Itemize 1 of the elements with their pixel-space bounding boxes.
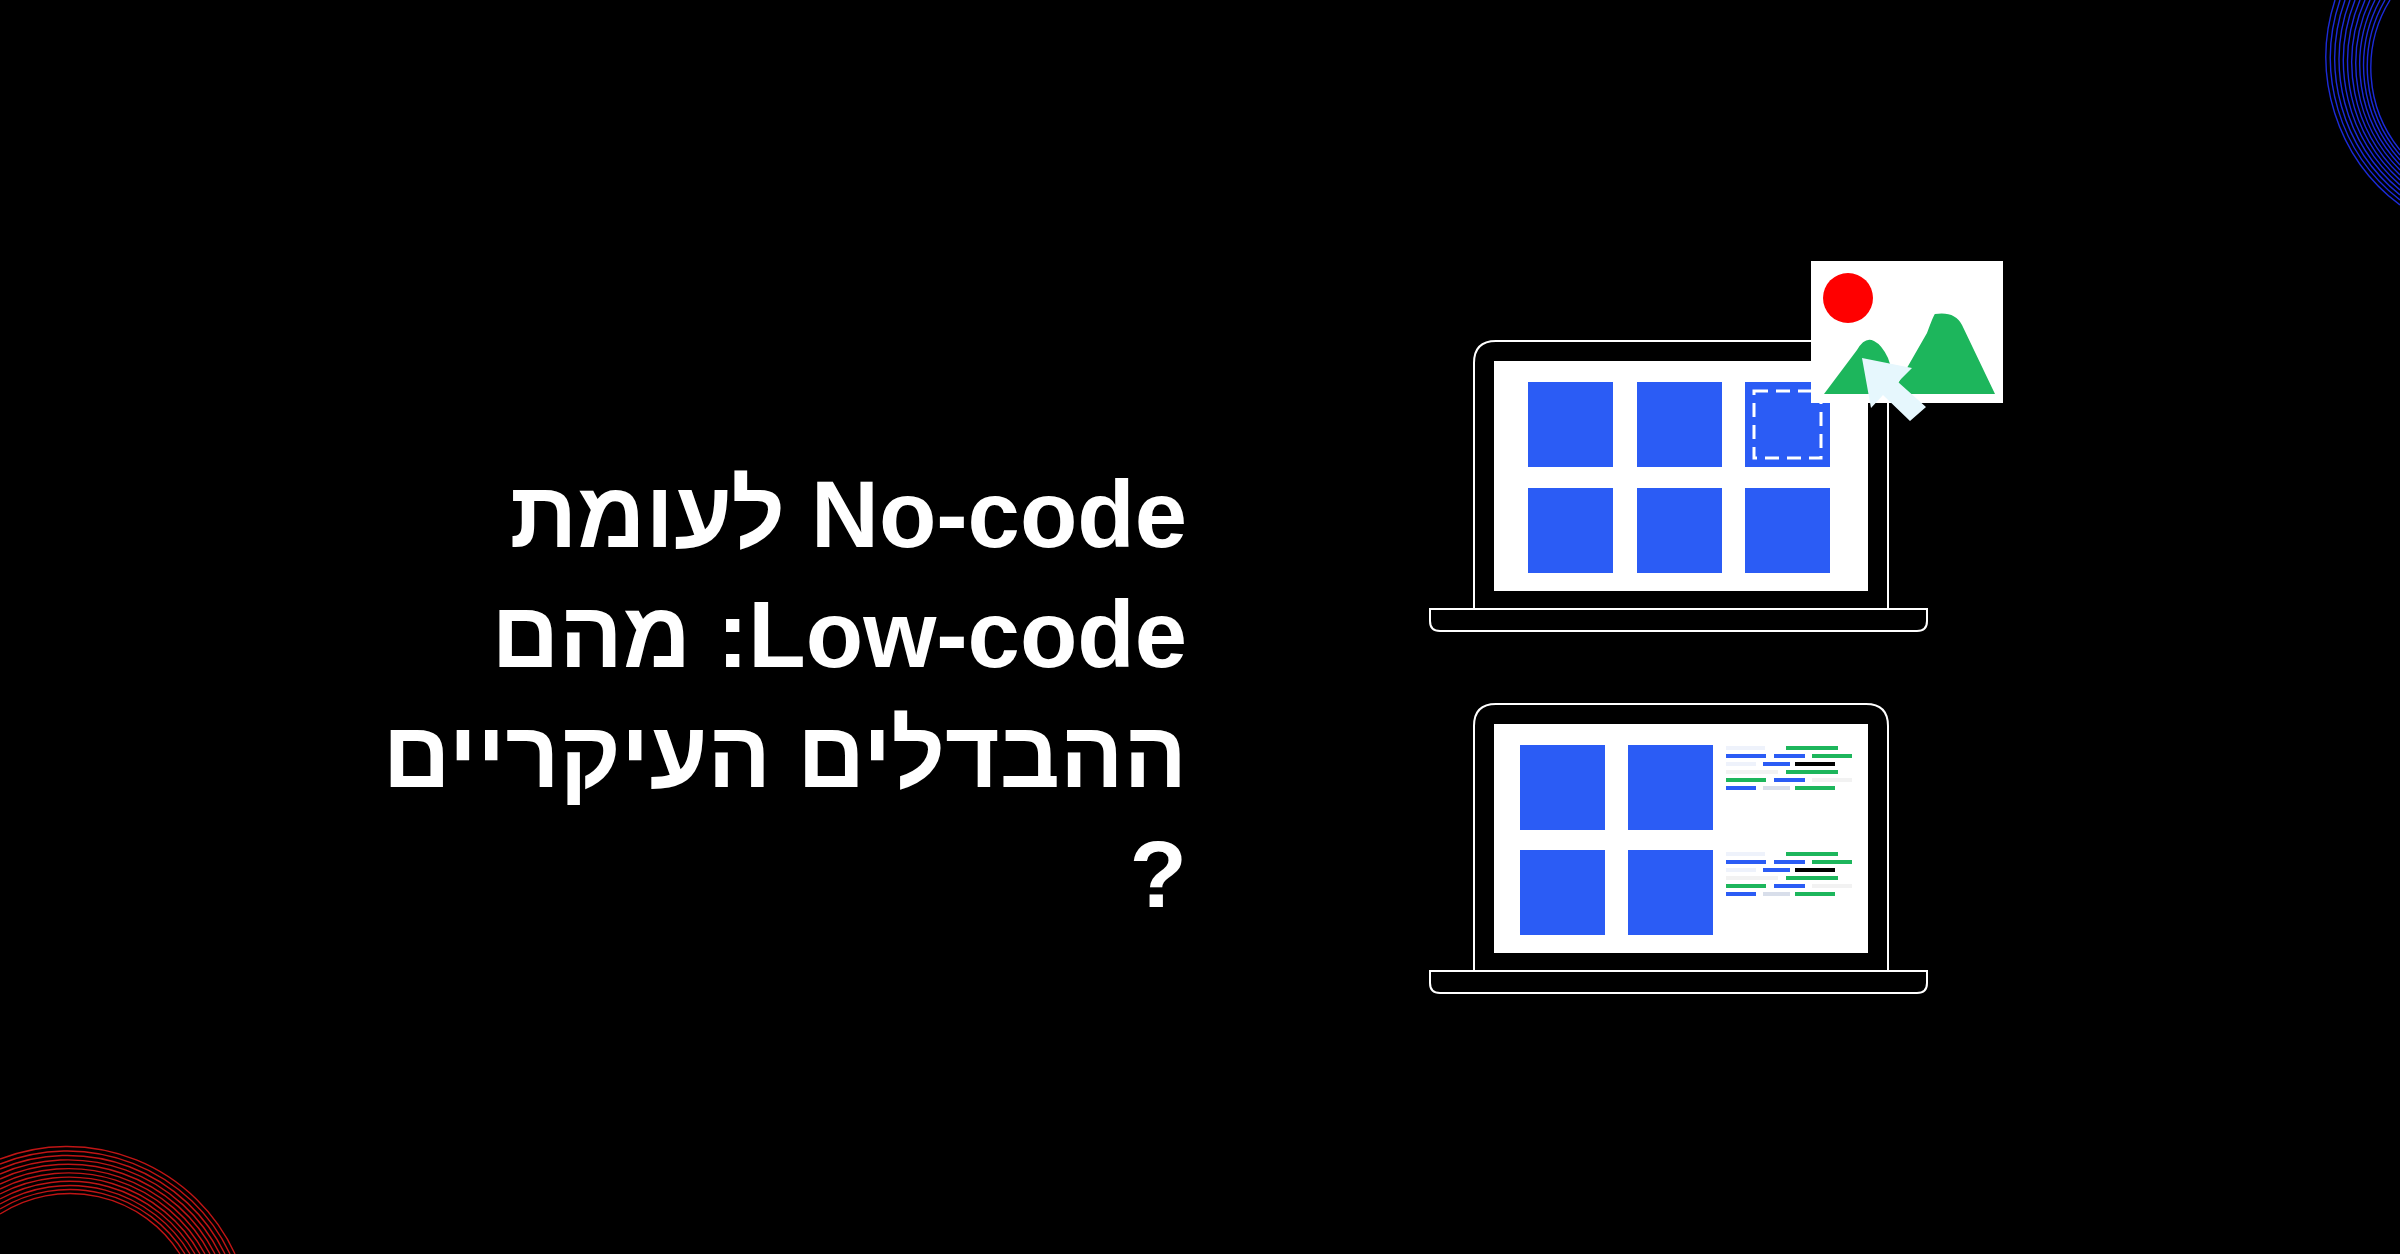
headline: No-code לעומת Low-code: מהם ההבדלים העיקריים ? [381, 461, 1187, 929]
